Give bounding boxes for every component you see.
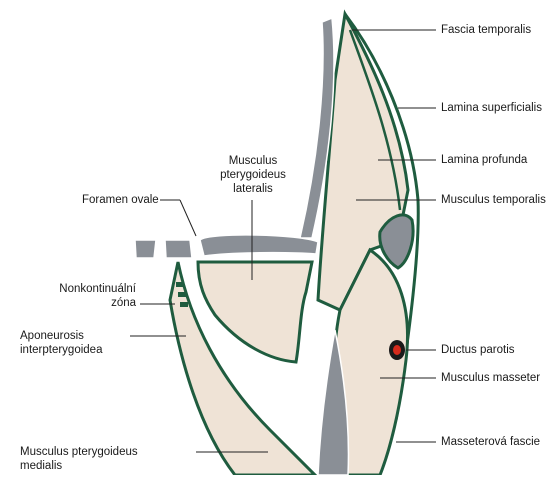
label-ductus-parotis: Ductus parotis bbox=[441, 343, 515, 357]
sphenoid-plate bbox=[200, 235, 318, 256]
label-nonkontinualni-zona: Nonkontinuální zóna bbox=[30, 282, 136, 310]
dash-3 bbox=[180, 302, 188, 307]
label-line: lateralis bbox=[208, 182, 298, 196]
ductus-parotis-inner bbox=[393, 345, 401, 355]
label-masseterova-fascie: Masseterová fascie bbox=[441, 435, 540, 449]
label-lamina-superficialis: Lamina superficialis bbox=[441, 101, 542, 115]
label-line: interpterygoidea bbox=[20, 343, 102, 357]
label-line: Musculus pterygoideus bbox=[20, 445, 138, 459]
label-fascia-temporalis: Fascia temporalis bbox=[441, 23, 531, 37]
label-musculus-masseter: Musculus masseter bbox=[441, 371, 540, 385]
label-line: medialis bbox=[20, 459, 138, 473]
label-line: pterygoideus bbox=[208, 168, 298, 182]
dash-2 bbox=[178, 292, 186, 297]
musculus-pterygoideus-lateralis-region bbox=[198, 262, 312, 362]
label-line: Nonkontinuální bbox=[30, 282, 136, 296]
leader-foramen-ovale-2 bbox=[180, 200, 196, 236]
skull-base-fragment bbox=[135, 240, 156, 258]
label-musculus-pterygoideus-medialis: Musculus pterygoideus medialis bbox=[20, 445, 138, 473]
label-line: Aponeurosis bbox=[20, 329, 102, 343]
dash-1 bbox=[176, 282, 184, 287]
label-aponeurosis-interpterygoidea: Aponeurosis interpterygoidea bbox=[20, 329, 102, 357]
label-line: Musculus bbox=[208, 154, 298, 168]
label-musculus-pterygoideus-lateralis: Musculus pterygoideus lateralis bbox=[208, 154, 298, 196]
label-lamina-profunda: Lamina profunda bbox=[441, 153, 527, 167]
label-line: zóna bbox=[30, 296, 136, 310]
foramen-ovale-bone bbox=[165, 240, 192, 258]
label-musculus-temporalis: Musculus temporalis bbox=[441, 193, 546, 207]
label-foramen-ovale: Foramen ovale bbox=[82, 193, 159, 207]
